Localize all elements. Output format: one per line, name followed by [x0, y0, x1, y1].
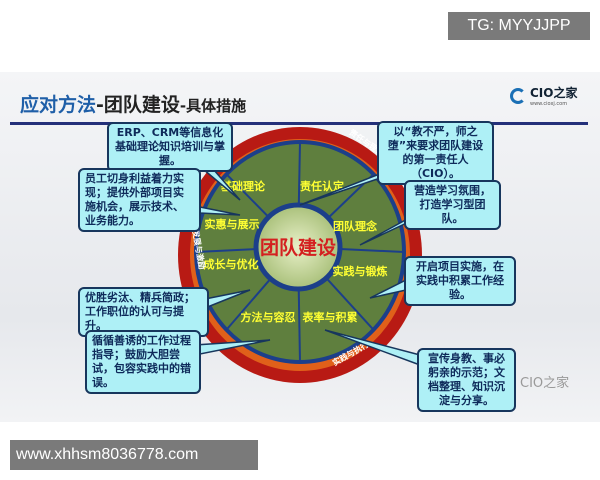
callout: 循循善诱的工作过程指导；鼓励大胆尝试，包容实践中的错误。	[85, 330, 201, 394]
logo-ring-icon	[510, 87, 526, 104]
segment-label: 团队理念	[333, 219, 378, 233]
callout: 以“教不严，师之堕”来要求团队建设的第一责任人（CIO）。	[377, 121, 494, 185]
segment-label: 表率与积累	[302, 310, 358, 324]
callout: 宣传身教、事必躬亲的示范；文档整理、知识沉淀与分享。	[417, 348, 516, 412]
title-part: -团队建设	[96, 94, 180, 116]
callout: 开启项目实施，在实践中积累工作经验。	[404, 256, 516, 306]
title-divider	[10, 122, 588, 125]
title-part: -具体措施	[179, 97, 247, 115]
segment-label: 成长与优化	[204, 257, 259, 271]
segment-label: 方法与容忍	[241, 310, 296, 324]
callout: ERP、CRM等信息化基础理论知识培训与掌握。	[107, 122, 233, 172]
segment-label: 责任认定	[300, 179, 344, 193]
watermark: CIO之家	[520, 376, 570, 391]
center-circle	[253, 202, 343, 292]
callout: 员工切身利益着力实现；提供外部项目实施机会，展示技术、业务能力。	[78, 168, 201, 232]
segment-label: 实惠与展示	[205, 217, 260, 231]
url-watermark: www.xhhsm8036778.com	[10, 440, 258, 470]
logo-text: CIO之家	[530, 86, 578, 100]
title-part: 应对方法	[20, 94, 97, 116]
callout: 优胜劣汰、精兵简政；工作职位的认可与提升。	[78, 287, 209, 337]
tag-label: TG: MYYJJPP	[448, 12, 590, 40]
center-label: 团队建设	[260, 236, 336, 259]
callout: 营造学习氛围，打造学习型团队。	[404, 180, 501, 230]
segment-label: 实践与锻炼	[333, 264, 388, 278]
logo-url: www.cioxj.com	[530, 101, 568, 107]
slide-title: 应对方法-团队建设-具体措施	[20, 90, 246, 117]
